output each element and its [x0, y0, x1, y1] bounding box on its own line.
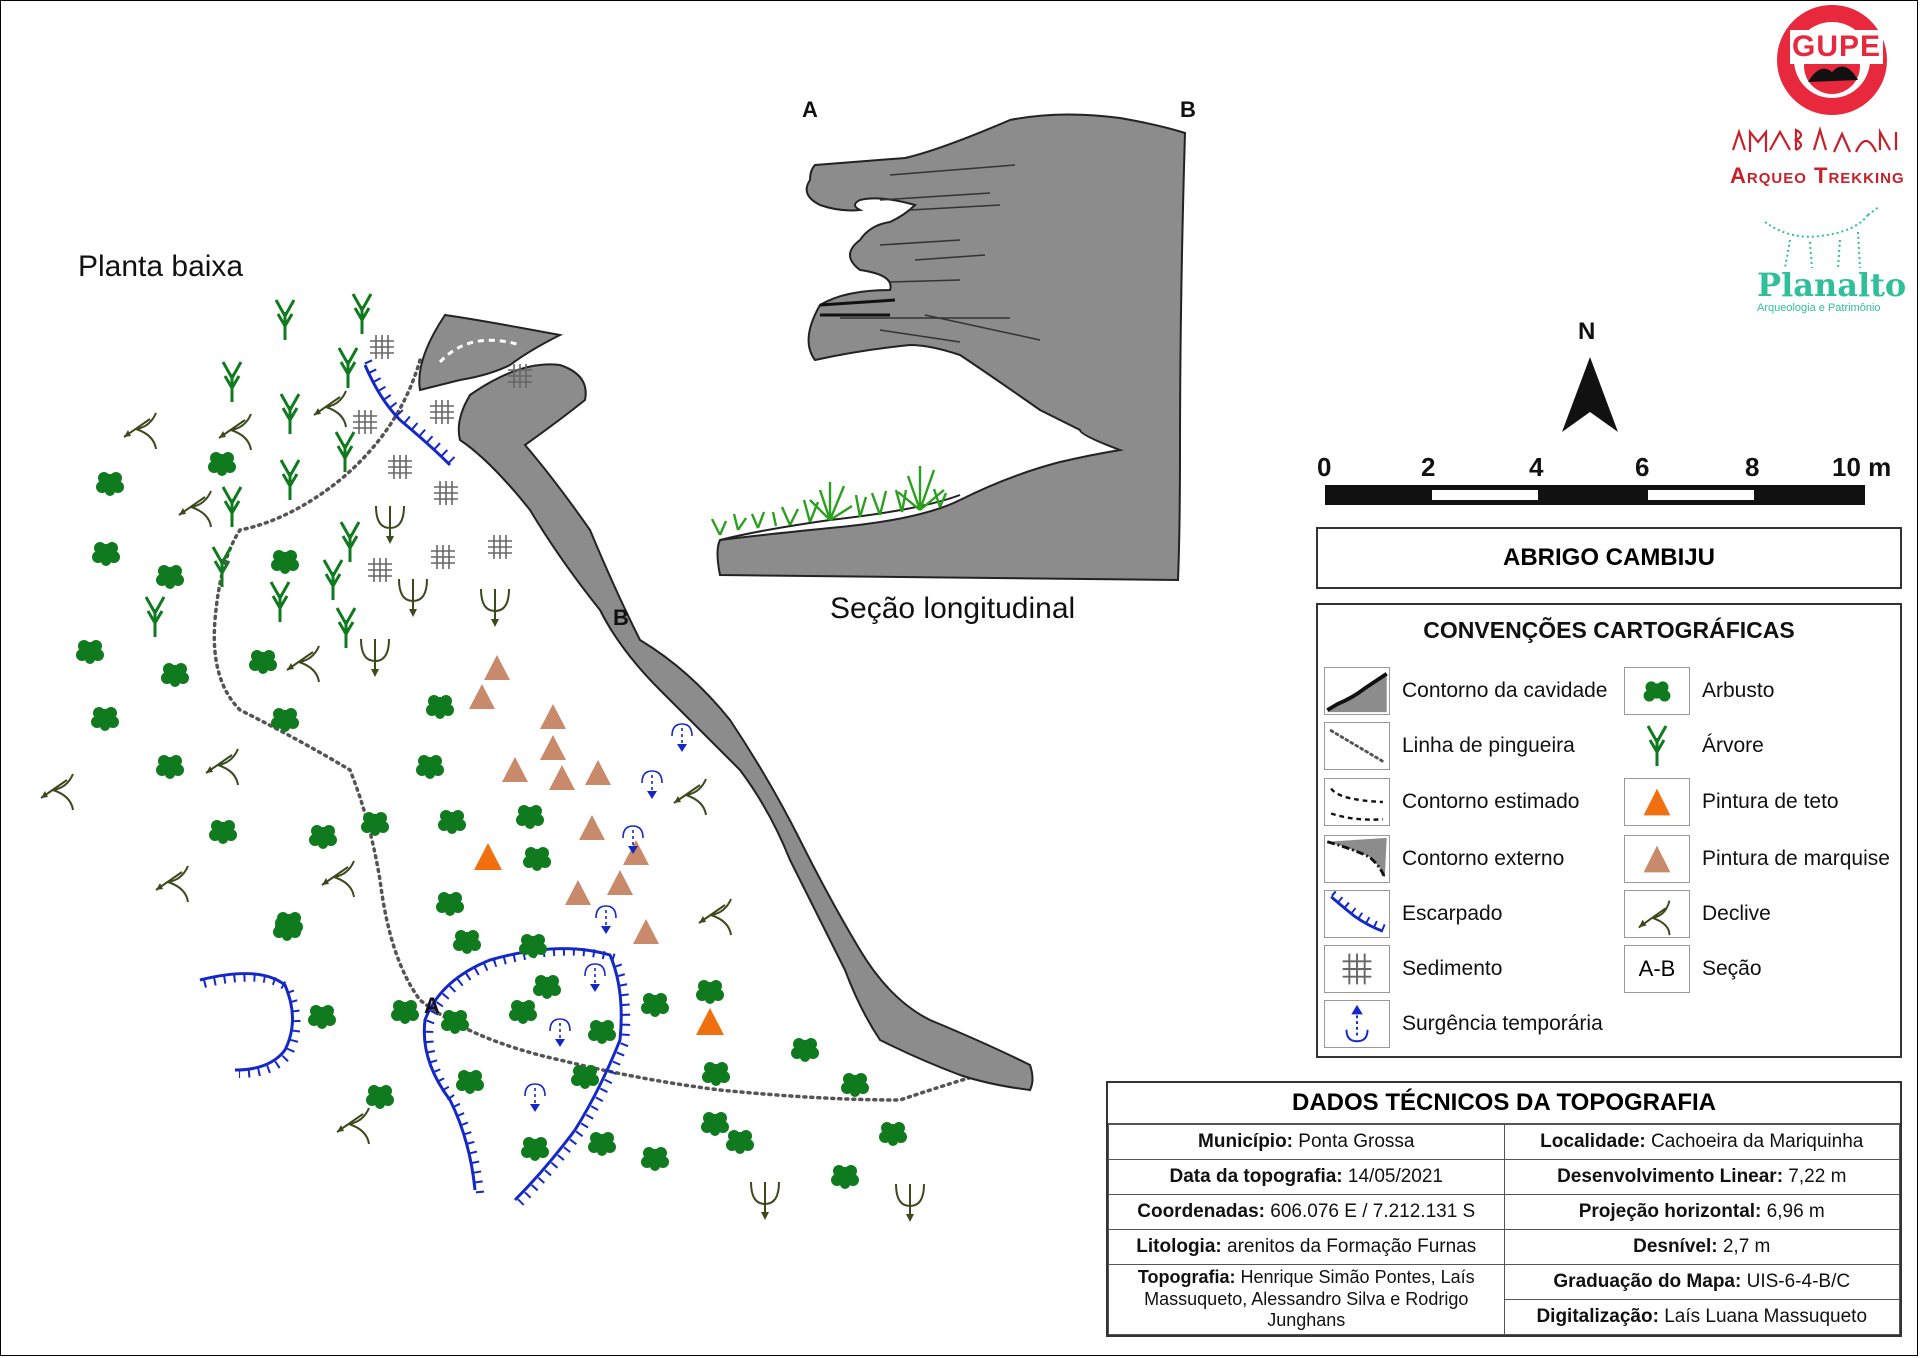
legend-item-sediment: Sedimento	[1324, 945, 1502, 993]
legend-item-marquee-painting: Pintura de marquise	[1624, 835, 1890, 883]
legend-label: Contorno externo	[1402, 847, 1565, 870]
plan-section-label-b: B	[613, 605, 629, 630]
table-row: Data da topografia: 14/05/2021 Desenvolv…	[1108, 1159, 1900, 1195]
plan-section-label-a: A	[424, 993, 440, 1018]
table-row: Litologia: arenitos da Formação Furnas D…	[1108, 1229, 1900, 1265]
legend-item-cave-outline: Contorno da cavidade	[1324, 667, 1607, 715]
section-drawing	[710, 113, 1187, 582]
table-cell: Litologia: arenitos da Formação Furnas	[1108, 1229, 1505, 1265]
cave-outline-icon	[1324, 667, 1390, 715]
legend-item-external-outline: Contorno externo	[1324, 835, 1564, 883]
arqueo-trekking-logo-icon	[1731, 126, 1898, 153]
legend-item-estimated-outline: Contorno estimado	[1324, 778, 1579, 826]
drip-line-icon	[1324, 722, 1390, 770]
escarpment-left	[199, 972, 301, 1078]
technical-table: Município: Ponta Grossa Localidade: Cach…	[1108, 1124, 1900, 1335]
technical-data-box: DADOS TÉCNICOS DA TOPOGRAFIA Município: …	[1106, 1081, 1902, 1337]
table-cell: Data da topografia: 14/05/2021	[1108, 1159, 1505, 1195]
section-icon: A-B	[1624, 945, 1690, 993]
technical-title: DADOS TÉCNICOS DA TOPOGRAFIA	[1108, 1083, 1900, 1124]
table-row: Digitalização: Laís Luana Massuqueto	[1109, 1299, 1900, 1335]
trees	[144, 292, 373, 650]
slope-icon	[1624, 890, 1690, 938]
gupe-logo-text: GUPE	[1790, 30, 1884, 64]
legend-label: Escarpado	[1402, 902, 1503, 925]
table-cell: Projeção horizontal: 6,96 m	[1503, 1194, 1900, 1230]
scale-tick-6: 6	[1635, 452, 1650, 482]
table-cell: Desnível: 2,7 m	[1503, 1229, 1900, 1265]
plan-title: Planta baixa	[78, 250, 244, 283]
plan-cave-main	[457, 363, 1034, 1092]
legend-item-section: A-B Seção	[1624, 945, 1762, 993]
legend-item-shrub: Arbusto	[1624, 667, 1774, 715]
marquee-painting-icon	[1624, 835, 1690, 883]
legend-label: Declive	[1702, 902, 1771, 925]
north-arrow-icon	[1562, 357, 1618, 432]
section-label-a: A	[802, 97, 818, 122]
table-cell: Desenvolvimento Linear: 7,22 m	[1503, 1159, 1900, 1195]
legend-label: Pintura de teto	[1702, 790, 1839, 813]
table-cell: Coordenadas: 606.076 E / 7.212.131 S	[1108, 1194, 1505, 1230]
legend-item-escarpment: Escarpado	[1324, 890, 1502, 938]
table-row: Topografia: Henrique Simão Pontes, Laís …	[1108, 1264, 1900, 1335]
table-cell: Topografia: Henrique Simão Pontes, Laís …	[1108, 1264, 1505, 1335]
cave-name: ABRIGO CAMBIJU	[1502, 544, 1715, 571]
legend-item-ceiling-painting: Pintura de teto	[1624, 778, 1839, 826]
table-row: Coordenadas: 606.076 E / 7.212.131 S Pro…	[1108, 1194, 1900, 1230]
north-label: N	[1578, 318, 1596, 345]
legend-label: Linha de pingueira	[1402, 734, 1575, 757]
arqueo-logo-text: Arqueo Trekking	[1730, 163, 1905, 188]
table-row: Município: Ponta Grossa Localidade: Cach…	[1108, 1124, 1900, 1160]
cave-name-box: ABRIGO CAMBIJU	[1316, 527, 1902, 589]
legend-item-drip-line: Linha de pingueira	[1324, 722, 1575, 770]
legend-label: Arbusto	[1702, 679, 1775, 702]
legend-box: CONVENÇÕES CARTOGRÁFICAS Contorno da cav…	[1316, 603, 1902, 1058]
legend-item-slope: Declive	[1624, 890, 1771, 938]
legend-item-tree: Árvore	[1624, 722, 1764, 770]
legend-label: Seção	[1702, 957, 1762, 980]
table-cell: Graduação do Mapa: UIS-6-4-B/C	[1503, 1264, 1900, 1300]
escarpment-loop	[422, 947, 631, 1206]
scale-bar-graphic	[1325, 485, 1865, 505]
table-cell: Digitalização: Laís Luana Massuqueto	[1503, 1299, 1900, 1335]
planalto-logo-text: Planalto	[1757, 266, 1907, 304]
scale-tick-4: 4	[1529, 452, 1544, 482]
table-cell: Município: Ponta Grossa	[1108, 1124, 1505, 1160]
legend-item-temporary-spring: Surgência temporária	[1324, 1000, 1603, 1048]
legend-label: Contorno da cavidade	[1402, 679, 1608, 702]
scale-tick-10: 10 m	[1832, 452, 1892, 482]
escarpment-upper	[363, 359, 456, 467]
scale-tick-2: 2	[1421, 452, 1436, 482]
estimated-outline-icon	[1324, 778, 1390, 826]
planalto-logo-icon	[1764, 205, 1881, 269]
legend-label: Contorno estimado	[1402, 790, 1580, 813]
section-title: Seção longitudinal	[830, 592, 1076, 625]
tree-icon	[1624, 722, 1690, 770]
legend-title: CONVENÇÕES CARTOGRÁFICAS	[1423, 617, 1795, 643]
scale-tick-0: 0	[1317, 452, 1332, 482]
ceiling-painting-icon	[1624, 778, 1690, 826]
legend-label: Árvore	[1702, 734, 1764, 757]
legend-label: Sedimento	[1402, 957, 1503, 980]
external-outline-icon	[1324, 835, 1390, 883]
section-label-b: B	[1180, 97, 1196, 122]
temporary-spring-icon	[1324, 1000, 1390, 1048]
planalto-logo-subtitle: Arqueologia e Patrimônio	[1757, 302, 1881, 314]
scale-tick-8: 8	[1745, 452, 1760, 482]
legend-label: Surgência temporária	[1402, 1012, 1603, 1035]
sediment-icon	[1324, 945, 1390, 993]
plan-cave-upper	[418, 313, 564, 392]
table-cell: Localidade: Cachoeira da Mariquinha	[1503, 1124, 1900, 1160]
shrub-icon	[1624, 667, 1690, 715]
escarpment-icon	[1324, 890, 1390, 938]
legend-label: Pintura de marquise	[1702, 847, 1890, 870]
